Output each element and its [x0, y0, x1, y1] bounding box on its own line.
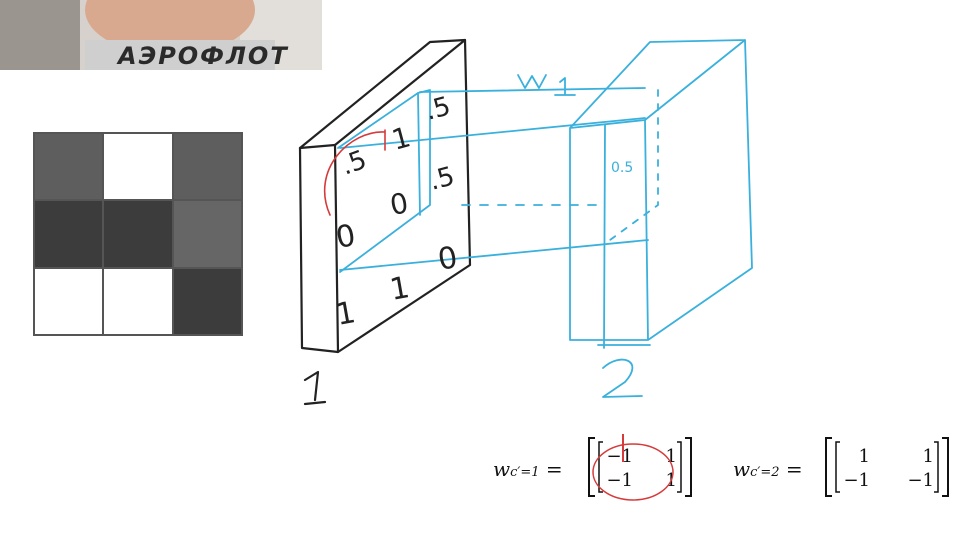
grid-cell	[172, 267, 242, 335]
volume-1-label: 1	[305, 404, 306, 406]
grid-cell	[103, 200, 173, 268]
projection-top	[419, 87, 646, 93]
input-value: 0	[387, 186, 410, 222]
label-2-stroke	[602, 358, 643, 398]
matrix-entry: 1	[923, 446, 934, 467]
label-1-stroke	[303, 370, 327, 406]
webcam-video	[0, 0, 322, 70]
grid-cell	[172, 133, 242, 201]
webcam-overlay: АЭРОФЛОТ	[0, 0, 322, 70]
bracket-left-inner	[835, 441, 840, 493]
matrix-entry: 1	[666, 446, 677, 467]
receptive-field-edge	[417, 92, 421, 216]
red-highlight-curve	[323, 131, 386, 216]
bracket-right	[685, 437, 692, 497]
projection-bottom	[339, 239, 649, 271]
input-volume-side	[336, 38, 472, 354]
red-circle	[592, 443, 674, 501]
output-value: 0.5	[611, 160, 633, 176]
input-value: .5	[422, 91, 454, 126]
output-volume	[569, 39, 753, 341]
grid-cell	[34, 267, 104, 335]
receptive-field	[337, 89, 431, 273]
projection-mid	[339, 117, 646, 149]
shirt-text: АЭРОФЛОТ	[118, 42, 289, 70]
weight-label: w1	[518, 89, 520, 91]
matrix-entry: −1	[606, 446, 633, 467]
pixel-grid	[33, 132, 243, 336]
bracket-right	[942, 437, 949, 497]
matrix-entry: −1	[843, 470, 870, 491]
input-volume-front	[298, 143, 340, 354]
input-value: 1	[387, 270, 412, 308]
matrix-entry: −1	[907, 470, 934, 491]
bracket-left	[825, 437, 832, 497]
bracket-right-inner	[934, 441, 939, 493]
weight-label-stroke	[517, 74, 576, 96]
grid-cell	[103, 133, 173, 201]
bracket-right-inner	[677, 441, 682, 493]
input-value: 1	[388, 120, 414, 156]
input-volume-top	[298, 38, 467, 150]
weight-formula-1: wc′=1 =	[493, 457, 563, 481]
weight-formula-2: wc′=2 =	[733, 457, 803, 481]
volume-2-label: 2	[603, 397, 604, 399]
bracket-left	[588, 437, 595, 497]
grid-cell	[34, 200, 104, 268]
grid-cell	[103, 267, 173, 335]
weight-matrix-2: 1 1 −1 −1	[825, 437, 949, 497]
matrix-entry: 1	[859, 446, 870, 467]
bracket-left-inner	[598, 441, 603, 493]
input-value: 0	[435, 240, 460, 278]
output-slice	[597, 124, 651, 349]
output-inner-dash	[609, 89, 659, 241]
grid-cell	[172, 200, 242, 268]
matrix-entry: −1	[606, 470, 633, 491]
grid-cell	[34, 133, 104, 201]
